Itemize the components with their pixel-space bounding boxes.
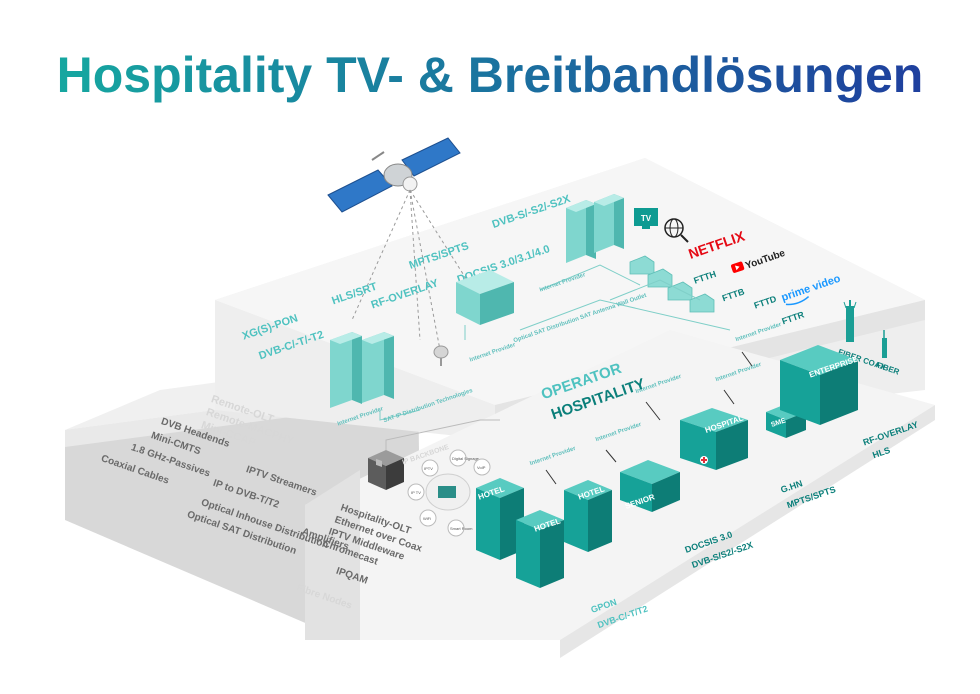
hotel-building-3: HOTEL (564, 480, 612, 552)
operator-connection-lines (379, 264, 731, 421)
operator-datacenter-center (456, 270, 514, 325)
svg-text:Smart Room: Smart Room (450, 526, 473, 531)
svg-text:WiFi: WiFi (423, 516, 431, 521)
hospitality-layer-edge (560, 405, 935, 658)
operator-datacenter-right (566, 194, 624, 263)
ip-backbone-box-icon (368, 450, 404, 490)
svg-text:Digital Signage: Digital Signage (452, 456, 480, 461)
provider-arrows (545, 351, 753, 485)
hotel-building-2: HOTEL (516, 510, 564, 588)
satellite-icon (327, 137, 461, 213)
signal-lines (351, 189, 471, 351)
operator-datacenter-left (330, 332, 394, 408)
svg-text:IP TV: IP TV (411, 490, 421, 495)
fiber-coax-icon (843, 300, 857, 342)
fiber-icon (882, 330, 887, 358)
globe-icon (664, 218, 689, 243)
satellite-dish-icon (433, 345, 449, 366)
enterprise-building: ENTERPRISE (780, 345, 860, 425)
hospitality-layer-left (305, 470, 360, 640)
senior-building: SENIOR (620, 460, 680, 512)
svg-text:IPTV: IPTV (424, 466, 433, 471)
hospital-building: HOSPITAL (680, 408, 748, 470)
hub-cluster (425, 473, 471, 511)
backbone-lines (385, 419, 500, 450)
page-title: Hospitality TV- & Breitbandlösungen (57, 47, 924, 103)
svg-text:TV: TV (641, 214, 652, 223)
hotel-building-1: HOTEL (476, 478, 524, 560)
svg-text:SME: SME (770, 417, 787, 429)
tv-icon: TV (634, 208, 658, 229)
svg-text:VoIP: VoIP (477, 465, 486, 470)
